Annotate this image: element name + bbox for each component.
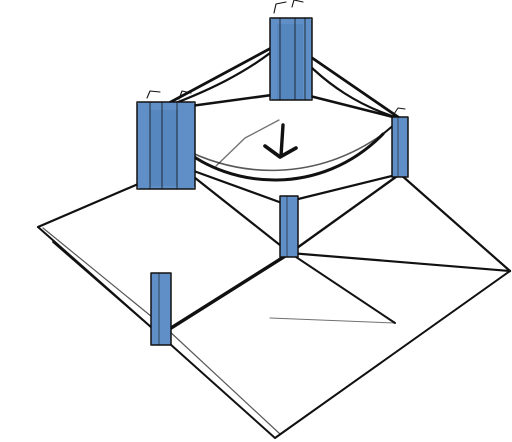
post-left: [137, 102, 195, 189]
down-arrow-icon: [265, 125, 296, 157]
post-center: [280, 196, 298, 257]
post-front: [151, 273, 171, 345]
grid-lines: [38, 166, 510, 438]
post-back: [270, 18, 312, 100]
post-right: [392, 117, 408, 177]
